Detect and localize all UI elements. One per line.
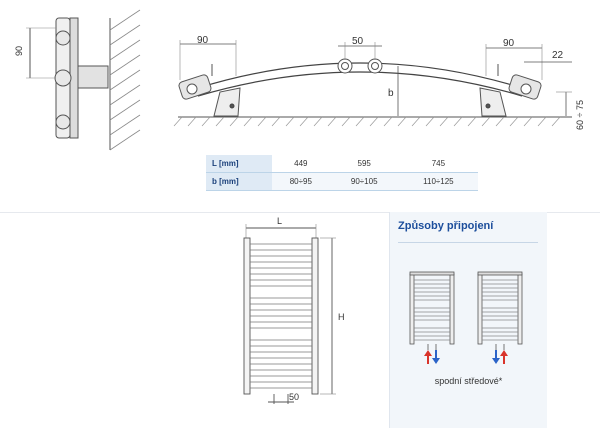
connection-types-panel: Způsoby připojení	[389, 212, 547, 428]
top-view	[173, 40, 572, 127]
row-label: b [mm]	[206, 172, 272, 191]
return-arrow-blue-icon	[432, 350, 440, 364]
return-arrow-blue-icon	[492, 350, 500, 364]
connection-types-title: Způsoby připojení	[398, 220, 494, 232]
row-label: L [mm]	[206, 155, 272, 173]
table-cell: 745	[398, 155, 478, 173]
side-view	[26, 9, 141, 151]
table-row: b [mm] 80÷95 90÷105 110÷125	[206, 172, 478, 191]
top-dim-60-75: 60 ÷ 75	[575, 100, 585, 130]
top-dim-90-left: 90	[197, 35, 209, 46]
connection-diagrams	[409, 271, 523, 364]
dimensions-table: L [mm] 449 595 745 b [mm] 80÷95 90÷105 1…	[206, 155, 478, 191]
front-view-bars	[250, 243, 312, 389]
radiator-icon-2	[477, 271, 523, 350]
table-cell: 110÷125	[398, 172, 478, 191]
radiator-icon-1	[409, 271, 455, 350]
technical-drawing-panel: 90	[0, 0, 600, 213]
connection-caption: spodní středové*	[434, 376, 503, 386]
top-dim-50: 50	[352, 36, 364, 47]
table-row: L [mm] 449 595 745	[206, 155, 478, 173]
front-view-drawing: L H 50	[243, 216, 345, 404]
top-dim-b: b	[388, 88, 394, 99]
title-divider	[398, 242, 538, 243]
front-dim-L: L	[277, 216, 282, 226]
table-cell: 449	[272, 155, 330, 173]
top-dim-22: 22	[552, 50, 564, 61]
front-dim-50: 50	[289, 392, 299, 402]
supply-arrow-red-icon	[500, 350, 508, 364]
top-dim-90-right: 90	[503, 38, 515, 49]
front-dim-H: H	[338, 312, 345, 322]
side-dim-90: 90	[14, 46, 24, 56]
top-technical-drawing: 90	[14, 9, 585, 151]
table-cell: 80÷95	[272, 172, 330, 191]
supply-arrow-red-icon	[424, 350, 432, 364]
table-cell: 90÷105	[329, 172, 399, 191]
table-cell: 595	[329, 155, 399, 173]
